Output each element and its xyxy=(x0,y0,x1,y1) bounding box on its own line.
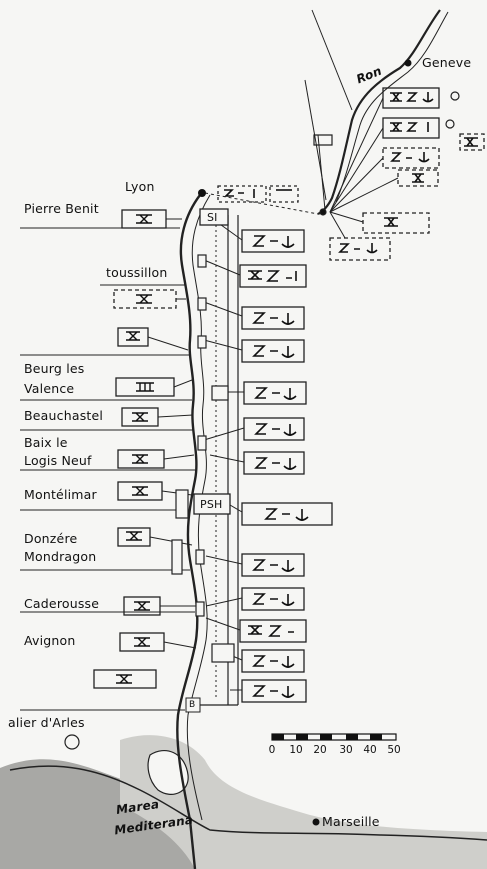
upper-markers xyxy=(313,91,460,216)
b-box xyxy=(185,697,201,713)
left-dam-icons xyxy=(116,214,154,684)
river-rhone xyxy=(176,194,201,869)
label-baix-2: Logis Neuf xyxy=(24,453,92,468)
label-pierre-benite: Pierre Benit xyxy=(24,201,99,216)
lyon-dot xyxy=(198,189,206,197)
psh-box xyxy=(193,493,231,515)
label-psh: PSH xyxy=(200,498,223,511)
tributary-1 xyxy=(311,9,353,111)
river-ron-bank xyxy=(335,11,449,203)
label-beurg-1: Beurg les xyxy=(24,361,85,376)
label-avignon: Avignon xyxy=(24,633,76,648)
label-b: B xyxy=(189,700,196,710)
label-beurg-2: Valence xyxy=(24,381,75,396)
scale-bar xyxy=(271,733,397,741)
left-connectors xyxy=(147,218,197,649)
label-marseille: Marseille xyxy=(322,814,380,829)
marseille-dot xyxy=(312,818,320,826)
guide-lines xyxy=(20,227,195,711)
scale-tick-40: 40 xyxy=(363,744,377,756)
right-anchor-icons xyxy=(224,92,478,698)
label-montelimar: Montélimar xyxy=(24,487,97,502)
label-donzere-1: Donzére xyxy=(24,531,78,546)
sea-area xyxy=(0,759,195,869)
label-caderousse: Caderousse xyxy=(24,596,100,611)
label-palier-arles: alier d'Arles xyxy=(8,715,85,730)
label-beauchastel: Beauchastel xyxy=(24,408,104,423)
delta-island xyxy=(147,750,189,795)
scale-tick-30: 30 xyxy=(339,744,353,756)
tributary-3 xyxy=(317,134,326,211)
upper-connector xyxy=(204,192,319,215)
coastline xyxy=(9,765,487,841)
label-si: SI xyxy=(207,211,218,224)
river-ron xyxy=(317,9,441,215)
scale-tick-50: 50 xyxy=(387,744,401,756)
label-donzere-2: Mondragon xyxy=(24,549,97,564)
label-roussillon: toussillon xyxy=(106,265,168,280)
label-baix-1: Baix le xyxy=(24,435,68,450)
right-connectors xyxy=(203,97,399,691)
plant-markers xyxy=(171,254,235,663)
si-box xyxy=(199,208,229,226)
geneve-dot xyxy=(404,59,412,67)
label-geneve: Geneve xyxy=(422,55,472,70)
label-lyon: Lyon xyxy=(125,179,155,194)
scale-tick-0: 0 xyxy=(268,744,276,756)
arles-marker xyxy=(64,734,80,750)
scale-tick-10: 10 xyxy=(289,744,303,756)
left-boxes xyxy=(93,209,177,689)
scale-tick-20: 20 xyxy=(313,744,327,756)
